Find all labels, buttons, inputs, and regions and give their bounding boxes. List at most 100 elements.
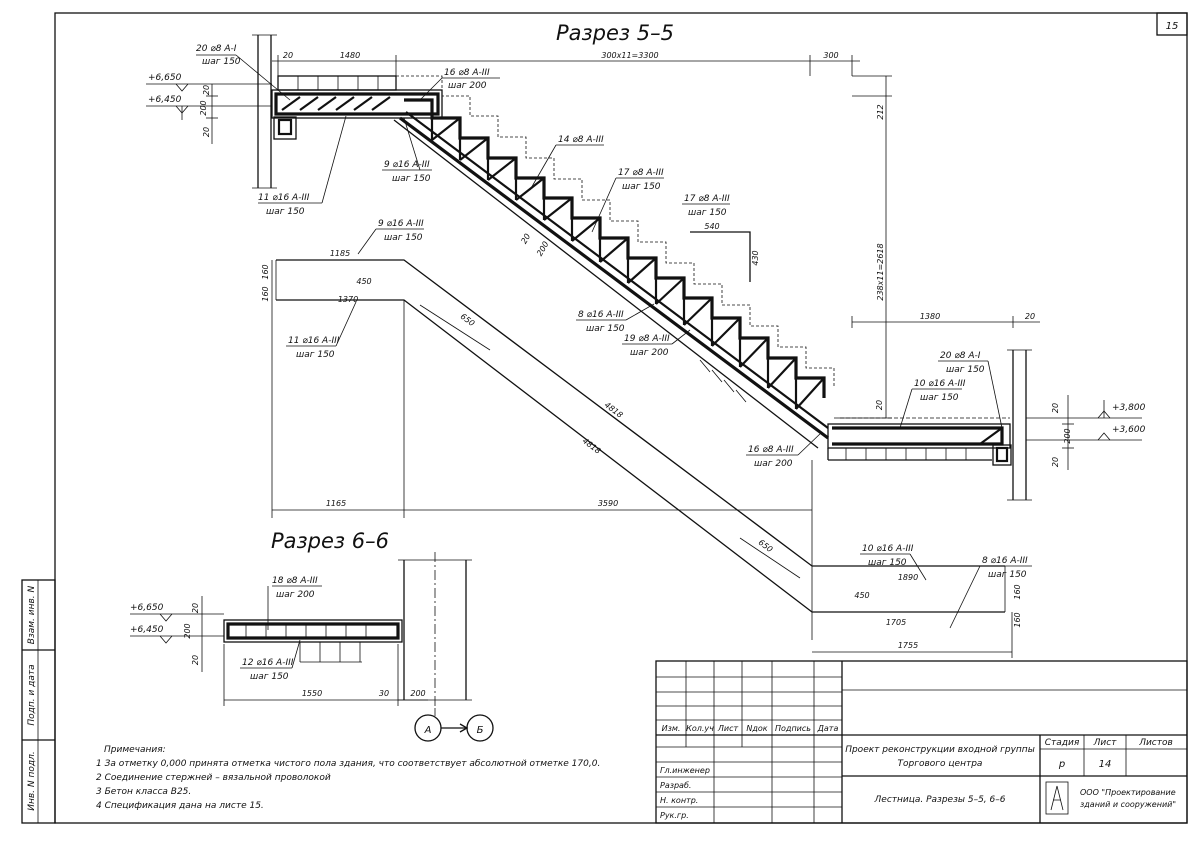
bottom-dimension-chain: 1165 3590 [271, 260, 813, 640]
tb-col-koluch: Кол.уч [686, 724, 714, 733]
dim-160-b: 160 [261, 286, 270, 301]
dim-upper-200: 200 [199, 100, 208, 115]
callout-11-lower-b: шаг 150 [296, 350, 335, 360]
dim-6-6-1550: 1550 [302, 689, 322, 698]
section-5-5-title: Разрез 5–5 [556, 21, 674, 45]
callout-20-top-a: 20 ⌀8 A-I [196, 44, 237, 54]
tb-company-line2: зданий и сооружений" [1080, 800, 1176, 809]
callout-11-lower-a: 11 ⌀16 A-III [288, 336, 340, 346]
callout-18-b: шаг 200 [276, 590, 315, 600]
callout-11-upper-a: 11 ⌀16 A-III [258, 193, 310, 203]
callout-12-b: шаг 150 [250, 672, 289, 682]
dim-6-6-200: 200 [410, 689, 425, 698]
callout-10-lower-a: 10 ⌀16 A-III [862, 544, 914, 554]
tb-list-value: 14 [1099, 759, 1112, 770]
tb-list-label: Лист [1093, 738, 1118, 748]
bar-17-shape: 540 430 [690, 222, 760, 282]
callout-10-lower-b: шаг 150 [868, 558, 907, 568]
dim-landing-20: 20 [875, 400, 884, 410]
tb-row-rukgr: Рук.гр. [660, 811, 689, 820]
top-dimension-chain: 20 1480 300х11=3300 300 [272, 51, 860, 76]
callout-17-c: 17 ⌀8 A-III [684, 194, 730, 204]
tb-col-izm: Изм. [662, 724, 681, 733]
tb-row-nkontr: Н. контр. [660, 796, 698, 805]
tb-col-data: Дата [817, 724, 839, 733]
dim-upper-20b: 20 [202, 127, 211, 137]
callout-19-b: шаг 200 [630, 348, 669, 358]
dim-1165: 1165 [326, 499, 346, 508]
notes-heading: Примечания: [104, 745, 166, 755]
callout-11-upper-b: шаг 150 [266, 207, 305, 217]
callout-20-bot-a: 20 ⌀8 A-I [940, 351, 981, 361]
tb-project-line2: Торгового центра [898, 759, 983, 769]
axis-b-label: Б [477, 725, 484, 736]
dim-top-300: 300 [823, 51, 838, 60]
dim-1890: 1890 [898, 573, 918, 582]
dim-1380-group: 1380 20 [851, 312, 1040, 328]
tb-stage-value: р [1058, 759, 1065, 770]
tb-col-podpis: Подпись [775, 724, 811, 733]
dim-160-d: 160 [1013, 612, 1022, 627]
callout-18-a: 18 ⌀8 A-III [272, 576, 318, 586]
upper-landing-slab [271, 75, 443, 140]
note-2: 2 Соединение стержней – вязальной провол… [96, 773, 331, 783]
rebar-callouts: 20 ⌀8 A-I шаг 150 16 ⌀8 A-III шаг 200 9 … [196, 44, 1032, 629]
elev-3800: +3,800 [1112, 403, 1146, 413]
dim-1380: 1380 [920, 312, 940, 321]
dim-3590: 3590 [598, 499, 618, 508]
dim-6-6-20b: 20 [191, 655, 200, 665]
tb-listov-label: Листов [1138, 738, 1173, 748]
dim-step-20: 20 [519, 232, 532, 245]
upper-elevations: +6,650 +6,450 20 200 20 [146, 73, 272, 144]
dim-top-1480: 1480 [340, 51, 360, 60]
callout-12-a: 12 ⌀16 A-III [242, 658, 294, 668]
dim-6-6-200v: 200 [183, 623, 192, 638]
callout-16-lower-a: 16 ⌀8 A-III [748, 445, 794, 455]
elev-6450: +6,450 [148, 95, 182, 105]
dim-6-6-30: 30 [379, 689, 389, 698]
dim-top-300x11: 300х11=3300 [601, 51, 658, 60]
elev-6-6-6450: +6,450 [130, 625, 164, 635]
dim-top-20: 20 [283, 51, 293, 60]
callout-16-a: 16 ⌀8 A-III [444, 68, 490, 78]
callout-16-b: шаг 200 [448, 81, 487, 91]
callout-17-d: шаг 150 [688, 208, 727, 218]
note-3: 3 Бетон класса В25. [96, 787, 191, 797]
callout-20-top-b: шаг 150 [202, 57, 241, 67]
right-vertical-dimension: 212 238х11=2618 [838, 75, 892, 419]
sheet-number: 15 [1166, 21, 1179, 32]
dim-lower-200: 200 [1063, 428, 1072, 443]
dim-540: 540 [704, 222, 719, 231]
callout-9-upper-a: 9 ⌀16 A-III [384, 160, 430, 170]
section-6-6-drawing: +6,650 +6,450 20 200 20 18 ⌀8 A-III шаг … [130, 552, 494, 742]
callout-17-a: 17 ⌀8 A-III [618, 168, 664, 178]
section-6-6-title: Разрез 6–6 [271, 529, 389, 553]
callout-19-a: 19 ⌀8 A-III [624, 334, 670, 344]
callout-10-upper-b: шаг 150 [920, 393, 959, 403]
elev-6-6-6650: +6,650 [130, 603, 164, 613]
dim-450-top: 450 [356, 277, 371, 286]
tb-row-razrab: Разраб. [660, 781, 691, 790]
dim-right-212: 212 [876, 104, 885, 119]
dim-1370: 1370 [338, 295, 358, 304]
title-block: Изм. Кол.уч Лист Nдок Подпись Дата Гл.ин… [655, 660, 1188, 824]
callout-8-lower-a: 8 ⌀16 A-III [982, 556, 1028, 566]
company-logo-icon [1045, 781, 1069, 815]
note-1: 1 За отметку 0,000 принята отметка чисто… [96, 759, 600, 769]
callout-14: 14 ⌀8 A-III [558, 135, 604, 145]
callout-8-upper-a: 8 ⌀16 A-III [578, 310, 624, 320]
lower-landing-slab [827, 417, 1012, 466]
tb-row-gl: Гл.инженер [660, 766, 710, 775]
dim-upper-20a: 20 [202, 85, 211, 95]
callout-20-bot-b: шаг 150 [946, 365, 985, 375]
dim-1755: 1755 [898, 641, 918, 650]
dim-1185: 1185 [330, 249, 350, 258]
elev-3600: +3,600 [1112, 425, 1146, 435]
upper-wall [252, 34, 277, 189]
dim-430: 430 [751, 250, 760, 265]
notes-block: Примечания: 1 За отметку 0,000 принята о… [96, 745, 600, 811]
lower-wall [1007, 349, 1032, 501]
dim-450-bot: 450 [854, 591, 869, 600]
left-binding-strip: Взам. инв. N Подп. и дата Инв. N подл. [21, 579, 56, 824]
